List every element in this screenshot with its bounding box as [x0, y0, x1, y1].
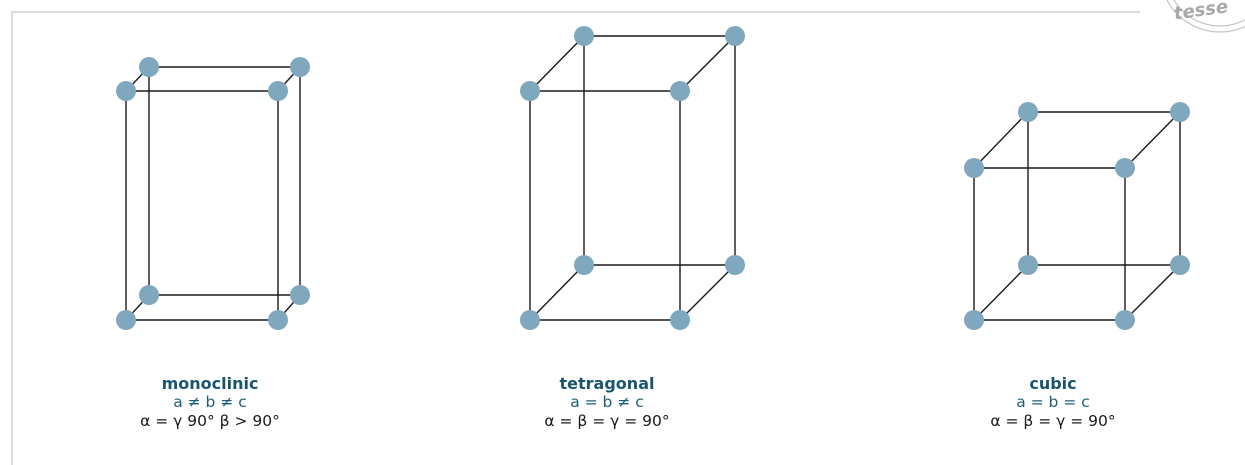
tetragonal-cell: [520, 26, 745, 330]
cubic-depth-edge: [1124, 264, 1181, 321]
monoclinic-caption: monoclinic a ≠ b ≠ c α = γ 90° β > 90°: [80, 374, 340, 431]
tetragonal-atom: [670, 81, 690, 101]
cubic-caption: cubic a = b = c α = β = γ = 90°: [923, 374, 1183, 431]
cubic-depth-edge: [973, 111, 1029, 169]
cubic-atom: [964, 310, 984, 330]
watermark-ring-outer: [1166, 0, 1245, 33]
monoclinic-cell: [116, 57, 310, 330]
monoclinic-atom: [268, 81, 288, 101]
tetragonal-angles: α = β = γ = 90°: [544, 412, 670, 430]
tetragonal-atom: [670, 310, 690, 330]
cubic-atom: [1170, 255, 1190, 275]
tetragonal-atom: [725, 255, 745, 275]
tetragonal-depth-edge: [679, 264, 736, 321]
tetragonal-atom: [574, 26, 594, 46]
monoclinic-atom: [139, 285, 159, 305]
cubic-depth-edge: [973, 264, 1029, 321]
tetragonal-atom: [520, 310, 540, 330]
watermark-seal: tesse: [1166, 0, 1245, 33]
cubic-atom: [1170, 102, 1190, 122]
cubic-atom: [1018, 255, 1038, 275]
monoclinic-atom: [139, 57, 159, 77]
watermark-ring-inner: [1173, 0, 1245, 27]
cubic-atom: [1115, 158, 1135, 178]
tetragonal-depth-edge: [679, 35, 736, 92]
cubic-atom: [1018, 102, 1038, 122]
monoclinic-atom: [116, 310, 136, 330]
tetragonal-atom: [574, 255, 594, 275]
cubic-atom: [964, 158, 984, 178]
tetragonal-name: tetragonal: [559, 374, 655, 393]
panel-frame: [11, 11, 1140, 465]
tetragonal-atom: [725, 26, 745, 46]
tetragonal-depth-edge: [529, 35, 585, 92]
watermark-text: tesse: [1173, 0, 1230, 25]
cubic-atom: [1115, 310, 1135, 330]
cubic-cell: [964, 102, 1190, 330]
tetragonal-relation: a = b ≠ c: [570, 393, 644, 411]
monoclinic-angles: α = γ 90° β > 90°: [140, 412, 280, 430]
tetragonal-atom: [520, 81, 540, 101]
monoclinic-atom: [116, 81, 136, 101]
cubic-depth-edge: [1124, 111, 1181, 169]
tetragonal-depth-edge: [529, 264, 585, 321]
cubic-name: cubic: [1029, 374, 1077, 393]
cubic-angles: α = β = γ = 90°: [990, 412, 1116, 430]
tetragonal-caption: tetragonal a = b ≠ c α = β = γ = 90°: [477, 374, 737, 431]
cubic-relation: a = b = c: [1016, 393, 1090, 411]
monoclinic-atom: [290, 57, 310, 77]
monoclinic-atom: [268, 310, 288, 330]
monoclinic-atom: [290, 285, 310, 305]
monoclinic-relation: a ≠ b ≠ c: [173, 393, 247, 411]
monoclinic-name: monoclinic: [161, 374, 259, 393]
